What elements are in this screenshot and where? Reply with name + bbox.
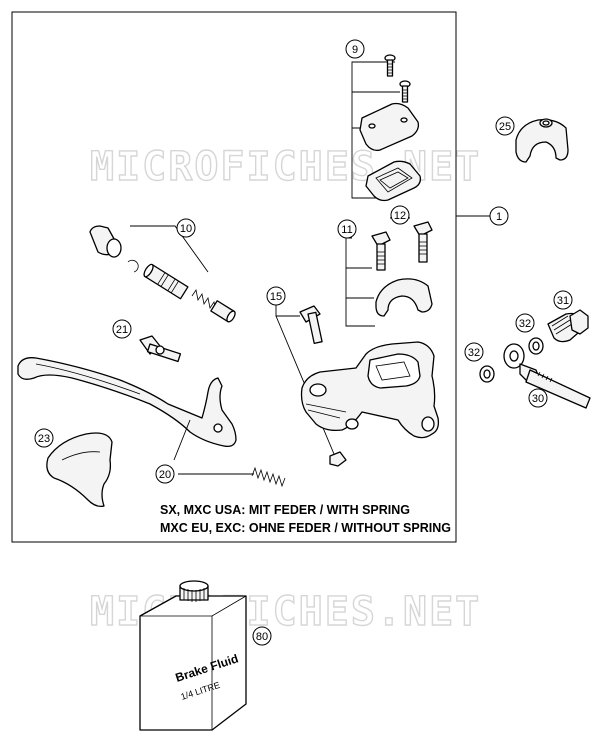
svg-text:31: 31 — [557, 295, 569, 307]
part-10-piston-kit — [89, 225, 236, 323]
callout-31: 31 — [553, 290, 573, 310]
clamp-bolt-11 — [371, 231, 391, 271]
svg-text:21: 21 — [116, 324, 128, 336]
svg-text:15: 15 — [270, 291, 282, 303]
brake-fluid-bottle: Brake Fluid 1/4 LITRE — [139, 580, 247, 731]
part-9-reservoir-cover — [351, 54, 422, 202]
part-32-washer-upper — [528, 337, 544, 355]
callout-11: 11 — [337, 219, 357, 239]
part-31-banjo-bolt — [547, 309, 589, 343]
callout-32-lower: 32 — [464, 342, 484, 362]
cover-screw-2 — [399, 80, 411, 103]
note-with-spring: SX, MXC USA: MIT FEDER / WITH SPRING — [160, 503, 410, 517]
callout-20: 20 — [155, 464, 175, 484]
svg-text:30: 30 — [532, 393, 544, 405]
part-11-12-clamp-bolts — [345, 217, 433, 327]
callout-80: 80 — [252, 626, 272, 646]
clamp-bolt-12 — [413, 221, 433, 263]
note-without-spring: MXC EU, EXC: OHNE FEDER / WITHOUT SPRING — [160, 521, 451, 535]
callout-32-upper: 32 — [515, 313, 535, 333]
callout-15: 15 — [266, 286, 286, 306]
part-30-brake-hose — [503, 343, 591, 409]
part-23-lever-guard — [46, 432, 113, 508]
callout-30: 30 — [528, 388, 548, 408]
svg-text:11: 11 — [341, 224, 352, 236]
svg-text:32: 32 — [519, 318, 531, 330]
callout-25: 25 — [495, 116, 515, 136]
callout-21: 21 — [112, 319, 132, 339]
watermark-top: MICROFICHES.NET — [90, 144, 481, 190]
part-32-washer-lower — [479, 365, 495, 383]
callout-12: 12 — [390, 205, 410, 225]
part-25-handlebar-clamp — [515, 118, 569, 163]
svg-text:23: 23 — [38, 433, 50, 445]
svg-text:9: 9 — [352, 44, 358, 56]
svg-text:80: 80 — [256, 631, 268, 643]
callout-9: 9 — [345, 39, 365, 59]
cover-screw-1 — [384, 54, 396, 77]
part-21-adjuster-screw — [139, 335, 182, 363]
part-15-pivot-bolt — [275, 300, 347, 467]
svg-text:12: 12 — [394, 210, 406, 222]
svg-text:10: 10 — [180, 223, 192, 235]
assembly-frame — [11, 11, 457, 543]
master-cylinder-body — [300, 341, 440, 439]
svg-text:20: 20 — [159, 469, 171, 481]
callout-1: 1 — [489, 206, 509, 226]
brake-lever — [17, 357, 237, 461]
svg-text:1: 1 — [496, 211, 502, 223]
callout-10: 10 — [176, 218, 196, 238]
svg-text:25: 25 — [499, 121, 511, 133]
part-20-lever-spring — [178, 466, 286, 488]
callout-23: 23 — [34, 428, 54, 448]
svg-text:32: 32 — [468, 347, 480, 359]
